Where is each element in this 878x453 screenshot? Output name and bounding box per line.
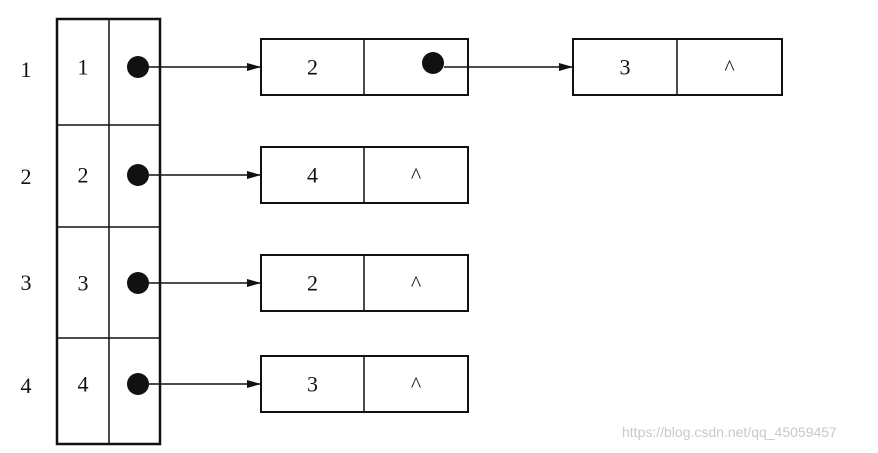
- row-index-label: 2: [20, 164, 32, 189]
- null-pointer-symbol: ^: [411, 271, 422, 296]
- row-index-label: 4: [20, 373, 32, 398]
- row-index-label: 3: [20, 270, 32, 295]
- null-pointer-symbol: ^: [724, 55, 735, 80]
- pointer-dot: [127, 272, 149, 294]
- vertex-value: 2: [78, 163, 89, 188]
- pointer-dot: [127, 164, 149, 186]
- row-index-label: 1: [20, 57, 32, 82]
- node-value: 3: [620, 55, 631, 80]
- vertex-value: 3: [78, 271, 89, 296]
- node-value: 3: [307, 372, 318, 397]
- node-value: 4: [307, 163, 318, 188]
- node-value: 2: [307, 55, 318, 80]
- null-pointer-symbol: ^: [411, 372, 422, 397]
- vertex-value: 1: [78, 55, 89, 80]
- node-value: 2: [307, 271, 318, 296]
- watermark-text: https://blog.csdn.net/qq_45059457: [622, 424, 837, 440]
- vertex-value: 4: [78, 372, 89, 397]
- next-pointer-dot: [422, 52, 444, 74]
- pointer-dot: [127, 56, 149, 78]
- null-pointer-symbol: ^: [411, 163, 422, 188]
- pointer-dot: [127, 373, 149, 395]
